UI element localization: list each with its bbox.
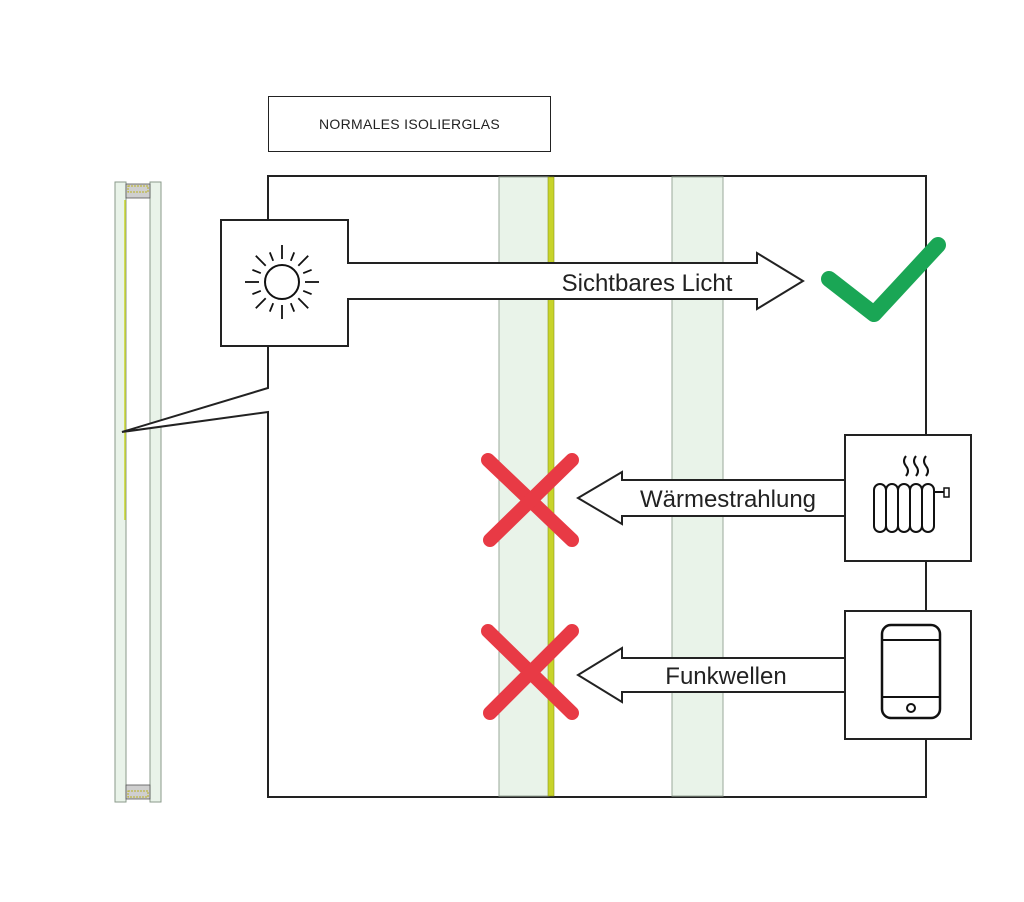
radiator-box [844,434,972,562]
sun-ray [268,302,275,312]
light-label: Sichtbares Licht [562,270,733,297]
sun-ray [302,268,312,275]
light-arrow [220,219,805,347]
radio-arrow [576,646,846,704]
radio-label: Funkwellen [665,663,786,690]
heat-arrow [576,470,846,526]
cross-icon-heat [481,453,579,547]
glass-pane-inner [671,176,724,797]
zoom-frame [121,175,927,798]
smartphone-icon [880,623,942,720]
sun-ray [252,268,262,275]
low-e-coating [547,176,555,797]
sun-ray [289,302,296,312]
check-icon [821,237,946,322]
heat-label: Wärmestrahlung [640,486,816,513]
glass-panes [498,176,724,797]
glass-pane-outer [498,176,550,797]
sun-ray [289,252,296,262]
cross-icon-radio [481,624,579,720]
sun-ray [255,297,267,309]
sun-ray [255,255,267,267]
sun-ray [268,252,275,262]
phone-box [844,610,972,740]
sun-ray [297,255,309,267]
diagram-title: NORMALES ISOLIERGLAS [268,96,551,152]
sun-ray [302,289,312,296]
sun-icon [245,245,319,319]
glass-side-view [114,181,162,803]
radiator-icon [873,455,950,533]
sun-ray [297,297,309,309]
sun-ray [252,289,262,296]
